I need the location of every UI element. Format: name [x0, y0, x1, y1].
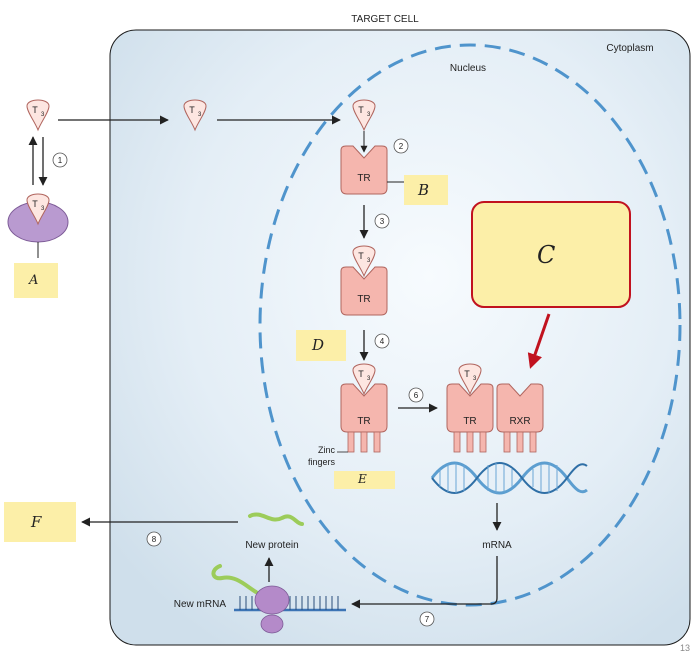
- blank-e-note: E: [334, 471, 395, 489]
- new-protein-chain: [248, 512, 304, 526]
- blank-c-note: C: [471, 201, 631, 308]
- t3-in-cytoplasm: T 3: [183, 99, 207, 131]
- step4-number: 4: [380, 337, 385, 346]
- t3-free-outside: T 3: [26, 99, 50, 131]
- nucleus-label: Nucleus: [450, 63, 486, 74]
- blank-f-letter: F: [31, 513, 42, 531]
- target-cell: [109, 29, 691, 646]
- nascent-peptide: [211, 564, 258, 594]
- t3-subscript: 3: [473, 376, 477, 382]
- page-number: 13: [680, 643, 690, 651]
- t3-label: T: [358, 251, 364, 261]
- tr-label: TR: [357, 416, 370, 427]
- step2-number: 2: [399, 142, 404, 151]
- t3-subscript: 3: [198, 112, 202, 118]
- step1-badge: [52, 152, 68, 168]
- t3-subscript: 3: [367, 258, 371, 264]
- dna-helix: [430, 461, 588, 495]
- step1-number: 1: [58, 156, 63, 165]
- t3-subscript: 3: [41, 112, 45, 118]
- blank-b-note: B: [404, 175, 448, 205]
- fingers-label: fingers: [308, 457, 336, 467]
- step7-badge: [419, 611, 435, 627]
- rxr-label: RXR: [509, 416, 530, 427]
- nucleus-envelope: [258, 43, 682, 607]
- t3-label: T: [358, 369, 364, 379]
- t3-subscript: 3: [367, 376, 371, 382]
- tr-label: TR: [463, 416, 476, 427]
- step6-number: 6: [414, 391, 419, 400]
- new-protein-label: New protein: [245, 540, 298, 551]
- t3-label: T: [32, 199, 38, 209]
- blank-d-letter: D: [312, 336, 325, 354]
- tr-receptor-unbound: TR: [340, 145, 388, 195]
- t3-label: T: [32, 105, 38, 115]
- binding-protein: T 3: [7, 193, 69, 258]
- t3-subscript: 3: [367, 112, 371, 118]
- step4-badge: [374, 333, 390, 349]
- cytoplasm-label: Cytoplasm: [606, 43, 653, 54]
- step2-badge: [393, 138, 409, 154]
- tr-receptor-zinc: TR: [340, 383, 388, 453]
- blank-c-letter: C: [537, 241, 556, 269]
- zinc-label: Zinc: [318, 445, 336, 455]
- tr-label: TR: [357, 173, 370, 184]
- blank-b-letter: B: [418, 181, 430, 199]
- blank-e-letter: E: [358, 472, 367, 486]
- t3-bound-1: T 3: [352, 245, 376, 277]
- step3-number: 3: [380, 217, 385, 226]
- step6-badge: [408, 387, 424, 403]
- tr-label: TR: [357, 294, 370, 305]
- step8-badge: [146, 531, 162, 547]
- tr-receptor-bound: TR: [340, 266, 388, 316]
- blank-a-note: A: [14, 263, 58, 298]
- t3-subscript: 3: [41, 206, 45, 212]
- step7-number: 7: [425, 615, 430, 624]
- step3-badge: [374, 213, 390, 229]
- t3-bound-2: T 3: [352, 363, 376, 395]
- blank-d-note: D: [296, 330, 346, 361]
- cell-title: TARGET CELL: [351, 14, 419, 25]
- mrna-label: mRNA: [482, 540, 512, 551]
- t3-label: T: [464, 369, 470, 379]
- t3-label: T: [358, 105, 364, 115]
- step8-number: 8: [152, 535, 157, 544]
- t3-nuclear: T 3: [352, 99, 376, 131]
- tr-rxr-dimer: TR RXR T 3: [446, 363, 544, 453]
- callout-c-arrow: [527, 313, 551, 369]
- blank-f-note: F: [4, 502, 76, 542]
- ribosome: [254, 585, 290, 634]
- step7-arrow: [351, 556, 498, 609]
- blank-a-letter: A: [29, 273, 39, 288]
- t3-label: T: [189, 105, 195, 115]
- new-mrna-label: New mRNA: [174, 599, 227, 610]
